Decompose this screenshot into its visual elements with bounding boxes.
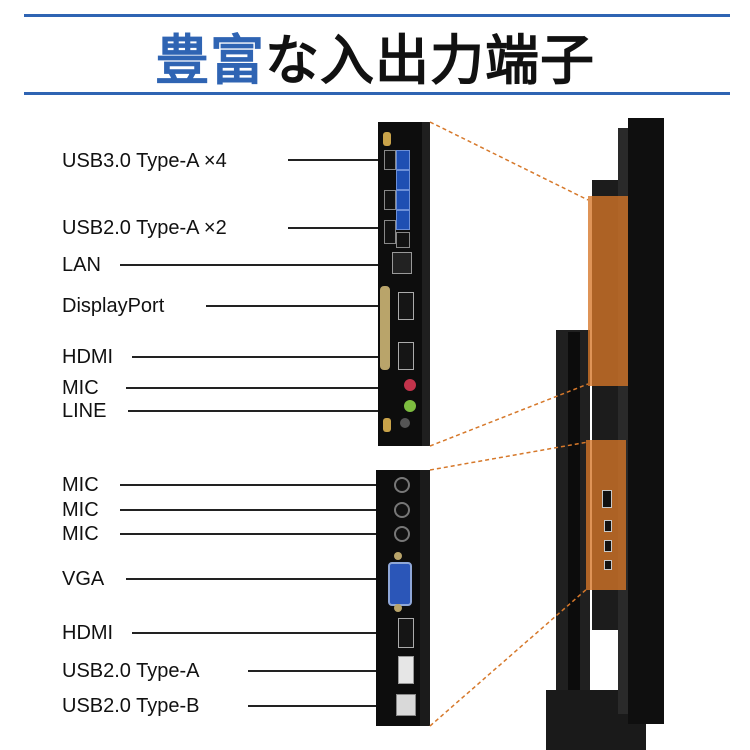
leader-mic-1	[120, 484, 394, 486]
audio-jack-icon	[394, 477, 410, 493]
leader-usb2-typea	[248, 670, 396, 672]
bottom-io-panel-edge	[420, 470, 430, 726]
connector-line-top-2	[429, 383, 589, 447]
label-lan: LAN	[62, 254, 101, 276]
leader-hdmi-bottom	[132, 632, 398, 634]
leader-lan	[120, 264, 396, 266]
label-mic-3: MIC	[62, 523, 99, 545]
leader-vga	[126, 578, 388, 580]
usb3-port-icon	[396, 170, 410, 190]
usb3-port-icon	[384, 190, 396, 210]
leader-mic-top	[126, 387, 406, 389]
title-rule-top	[24, 14, 730, 17]
usb3-port-icon	[396, 210, 410, 230]
displayport-port-icon	[398, 292, 414, 320]
usb3-port-icon	[396, 190, 410, 210]
title-rest: な入出力端子	[265, 28, 595, 92]
label-displayport: DisplayPort	[62, 295, 165, 317]
leader-mic-3	[120, 533, 394, 535]
leader-line	[128, 410, 406, 412]
leader-hdmi-top	[132, 356, 402, 358]
label-line: LINE	[62, 400, 107, 422]
highlight-top-io	[588, 196, 628, 386]
leader-displayport	[206, 305, 402, 307]
antenna-connector-bottom-icon	[383, 418, 391, 432]
connector-line-top-1	[429, 121, 589, 201]
antenna-connector-top-icon	[383, 132, 391, 146]
lan-port-icon	[392, 252, 412, 274]
hdmi-port-icon	[398, 618, 414, 648]
label-usb3-typea: USB3.0 Type-A ×4	[62, 150, 227, 172]
mini-usb-icon	[604, 540, 612, 552]
title-rule-bottom	[24, 92, 730, 95]
label-vga: VGA	[62, 568, 105, 590]
page-title: 豊富な入出力端子	[0, 18, 750, 92]
label-mic-top: MIC	[62, 377, 99, 399]
leader-usb2	[288, 227, 392, 229]
audio-jack-icon	[394, 502, 410, 518]
monitor-stand-inner	[568, 332, 580, 748]
usb2-typea-port-icon	[398, 656, 414, 684]
connector-line-bottom-1	[429, 441, 589, 471]
leader-usb3	[288, 159, 392, 161]
usb2-port-icon	[396, 232, 410, 248]
mic-jack-icon	[404, 379, 416, 391]
mini-vga-icon	[602, 490, 612, 508]
label-hdmi-top: HDMI	[62, 346, 114, 368]
power-button-icon[interactable]	[400, 418, 410, 428]
leader-mic-2	[120, 509, 394, 511]
label-usb2-typea: USB2.0 Type-A	[62, 660, 200, 682]
vga-screw-icon	[394, 604, 402, 612]
mini-usb-b-icon	[604, 560, 612, 570]
label-usb2-typea-x2: USB2.0 Type-A ×2	[62, 217, 227, 239]
mini-hdmi-icon	[604, 520, 612, 532]
usb3-port-icon	[384, 150, 396, 170]
monitor-body	[628, 118, 664, 724]
label-mic-1: MIC	[62, 474, 99, 496]
usb2-typeb-port-icon	[396, 694, 416, 716]
usb2-port-icon	[384, 220, 396, 244]
label-hdmi-bottom: HDMI	[62, 622, 114, 644]
label-usb2-typeb: USB2.0 Type-B	[62, 695, 200, 717]
label-mic-2: MIC	[62, 499, 99, 521]
serial-bracket-icon	[380, 286, 390, 370]
top-io-panel-edge	[422, 122, 430, 446]
title-accent: 豊富	[155, 28, 265, 92]
connector-line-bottom-2	[429, 587, 589, 727]
leader-usb2-typeb	[248, 705, 396, 707]
audio-jack-icon	[394, 526, 410, 542]
line-jack-icon	[404, 400, 416, 412]
vga-screw-icon	[394, 552, 402, 560]
usb3-port-icon	[396, 150, 410, 170]
hdmi-port-icon	[398, 342, 414, 370]
